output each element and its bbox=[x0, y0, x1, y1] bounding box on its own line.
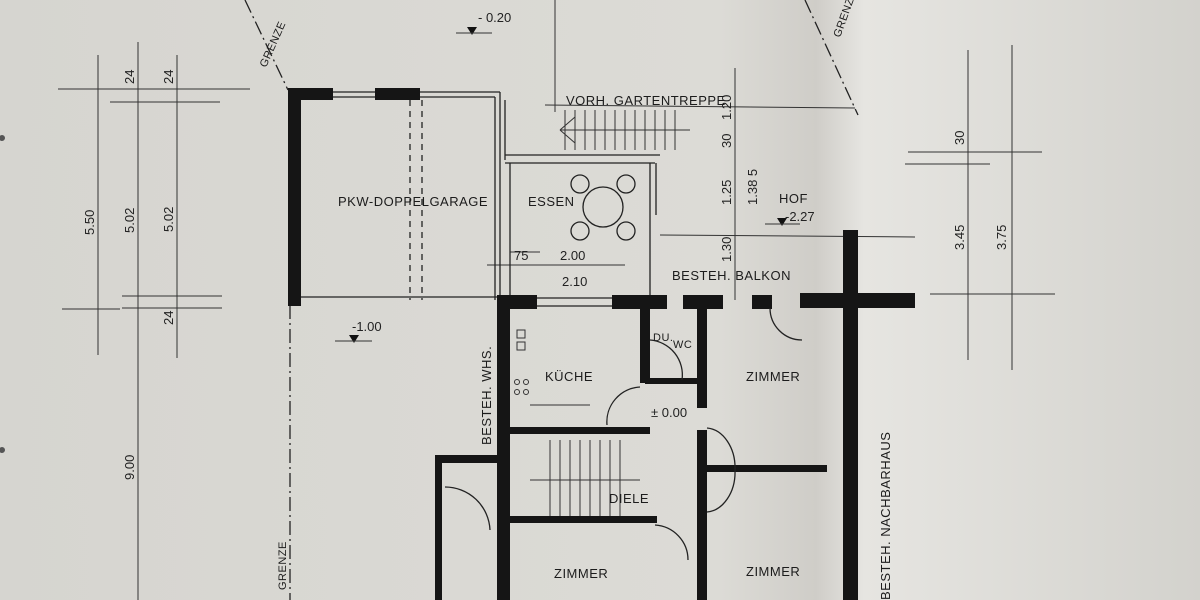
zimmer-label: ZIMMER bbox=[746, 564, 800, 579]
stair-tread bbox=[559, 116, 576, 131]
garage bbox=[288, 88, 501, 306]
kitchen-fixtures bbox=[514, 329, 590, 406]
punch-hole bbox=[0, 135, 5, 141]
door-swings bbox=[444, 307, 803, 561]
dim-30-right: 30 bbox=[952, 131, 967, 145]
dim-75: 75 bbox=[514, 248, 528, 263]
level-top: - 0.20 bbox=[478, 10, 511, 25]
right-dimension-lines bbox=[487, 0, 1055, 370]
grenze-label: GRENZE bbox=[277, 541, 289, 590]
balkon-label: BESTEH. BALKON bbox=[672, 268, 791, 283]
dim-3-45: 3.45 bbox=[952, 225, 967, 250]
level-garage: -1.00 bbox=[352, 319, 382, 334]
kueche-label: KÜCHE bbox=[545, 369, 593, 384]
left-dimension-lines bbox=[58, 42, 250, 600]
dim-1-30: 1.30 bbox=[719, 237, 734, 262]
dim-1-38-5: 1.38 5 bbox=[745, 169, 760, 205]
wc-label: WC bbox=[673, 339, 692, 351]
essen-label: ESSEN bbox=[528, 194, 575, 209]
dim-5-02: 5.02 bbox=[122, 208, 137, 233]
gartentreppe-label: VORH. GARTENTREPPE bbox=[566, 93, 726, 108]
dim-5-02: 5.02 bbox=[161, 207, 176, 232]
dim-5-50: 5.50 bbox=[82, 210, 97, 235]
garden-stairs bbox=[559, 110, 690, 150]
level-diele: ± 0.00 bbox=[651, 405, 687, 420]
dim-1-25: 1.25 bbox=[719, 180, 734, 205]
stair-tread bbox=[559, 129, 576, 144]
diele-label: DIELE bbox=[609, 491, 649, 506]
hof-label: HOF bbox=[779, 191, 808, 206]
du-label: DU. bbox=[653, 332, 673, 344]
zimmer-label: ZIMMER bbox=[554, 566, 608, 581]
boundary-lines bbox=[244, 0, 859, 600]
inner-stairs bbox=[530, 440, 640, 516]
dim-24: 24 bbox=[161, 70, 176, 84]
dim-2-00: 2.00 bbox=[560, 248, 585, 263]
nachbarhaus-label: BESTEH. NACHBARHAUS bbox=[878, 432, 893, 600]
dim-2-10: 2.10 bbox=[562, 274, 587, 289]
house-walls bbox=[435, 230, 915, 600]
zimmer-label: ZIMMER bbox=[746, 369, 800, 384]
level-markers bbox=[335, 27, 800, 343]
dim-24: 24 bbox=[161, 311, 176, 325]
besteh-whs-label: BESTEH. WHS. bbox=[479, 346, 494, 445]
dim-3-75: 3.75 bbox=[994, 225, 1009, 250]
dim-9-00: 9.00 bbox=[122, 455, 137, 480]
dim-30: 30 bbox=[719, 134, 734, 148]
garage-label: PKW-DOPPELGARAGE bbox=[338, 194, 488, 209]
essen-area bbox=[504, 100, 660, 298]
punch-hole bbox=[0, 447, 5, 453]
dim-24: 24 bbox=[122, 70, 137, 84]
level-hof: -2.27 bbox=[785, 209, 815, 224]
dim-1-20: 1.20 bbox=[719, 95, 734, 120]
dimension-labels: 5.50 5.02 5.02 24 24 24 9.00 75 2.00 2.1… bbox=[82, 70, 1009, 480]
